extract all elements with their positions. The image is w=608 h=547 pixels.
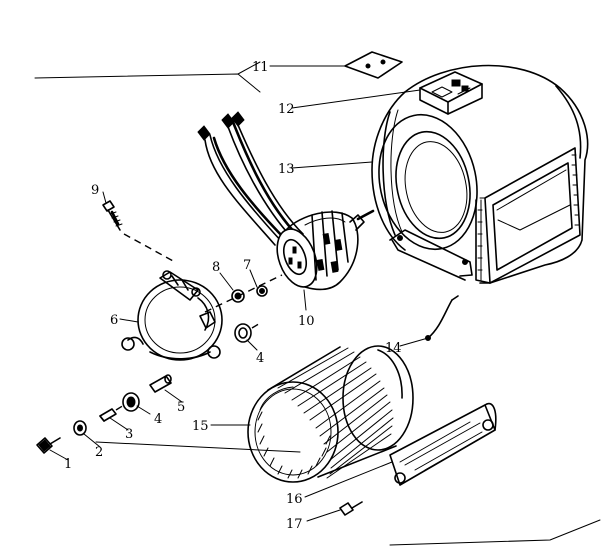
callout-10: 10 (298, 314, 315, 329)
callout-9: 9 (91, 183, 99, 198)
nut-7-part (256, 285, 268, 297)
callout-14: 14 (385, 341, 402, 356)
callout-3: 3 (125, 427, 133, 442)
grommet-4-upper-part (234, 321, 263, 343)
callout-7: 7 (243, 258, 251, 273)
callout-13: 13 (278, 162, 295, 177)
screw-17-part (339, 501, 363, 516)
grommet-4-lower-part (122, 392, 140, 412)
frame-line-top (34, 73, 261, 93)
callout-11: 11 (252, 60, 269, 75)
blower-wheel-part (247, 345, 414, 483)
motor-wires (197, 111, 304, 246)
frame-line-top-right (237, 61, 261, 75)
callout-5: 5 (177, 400, 185, 415)
callout-8: 8 (212, 260, 220, 275)
callout-1: 1 (64, 457, 72, 472)
blower-housing-part (371, 64, 589, 284)
nut-8-part (231, 289, 245, 303)
callout-2: 2 (95, 445, 103, 460)
leader-lines (49, 65, 429, 522)
callout-17: 17 (286, 517, 303, 532)
wire-14-part (425, 295, 459, 341)
sleeve-5-part (149, 374, 172, 393)
spacer-3-part (99, 404, 125, 422)
frame-line-bottom (389, 519, 601, 546)
callout-labels: 1 2 3 4 4 5 6 7 8 9 10 11 12 13 14 15 16… (64, 60, 402, 532)
cutoff-plate-part (389, 402, 497, 486)
callout-6: 6 (110, 313, 118, 328)
screw-9-guide-line (123, 233, 176, 263)
screw-9-part (102, 200, 123, 231)
bolt-1-part (36, 437, 61, 454)
callout-16: 16 (286, 492, 303, 507)
motor-part (276, 209, 375, 291)
callout-12: 12 (278, 102, 295, 117)
callout-4a: 4 (256, 351, 264, 366)
callout-15: 15 (192, 419, 209, 434)
washer-2-part (73, 420, 87, 436)
motor-mount-band-part (121, 270, 223, 361)
wheel-guide-line (95, 441, 301, 453)
callout-4b: 4 (154, 412, 162, 427)
mounting-plate-part (344, 51, 403, 79)
